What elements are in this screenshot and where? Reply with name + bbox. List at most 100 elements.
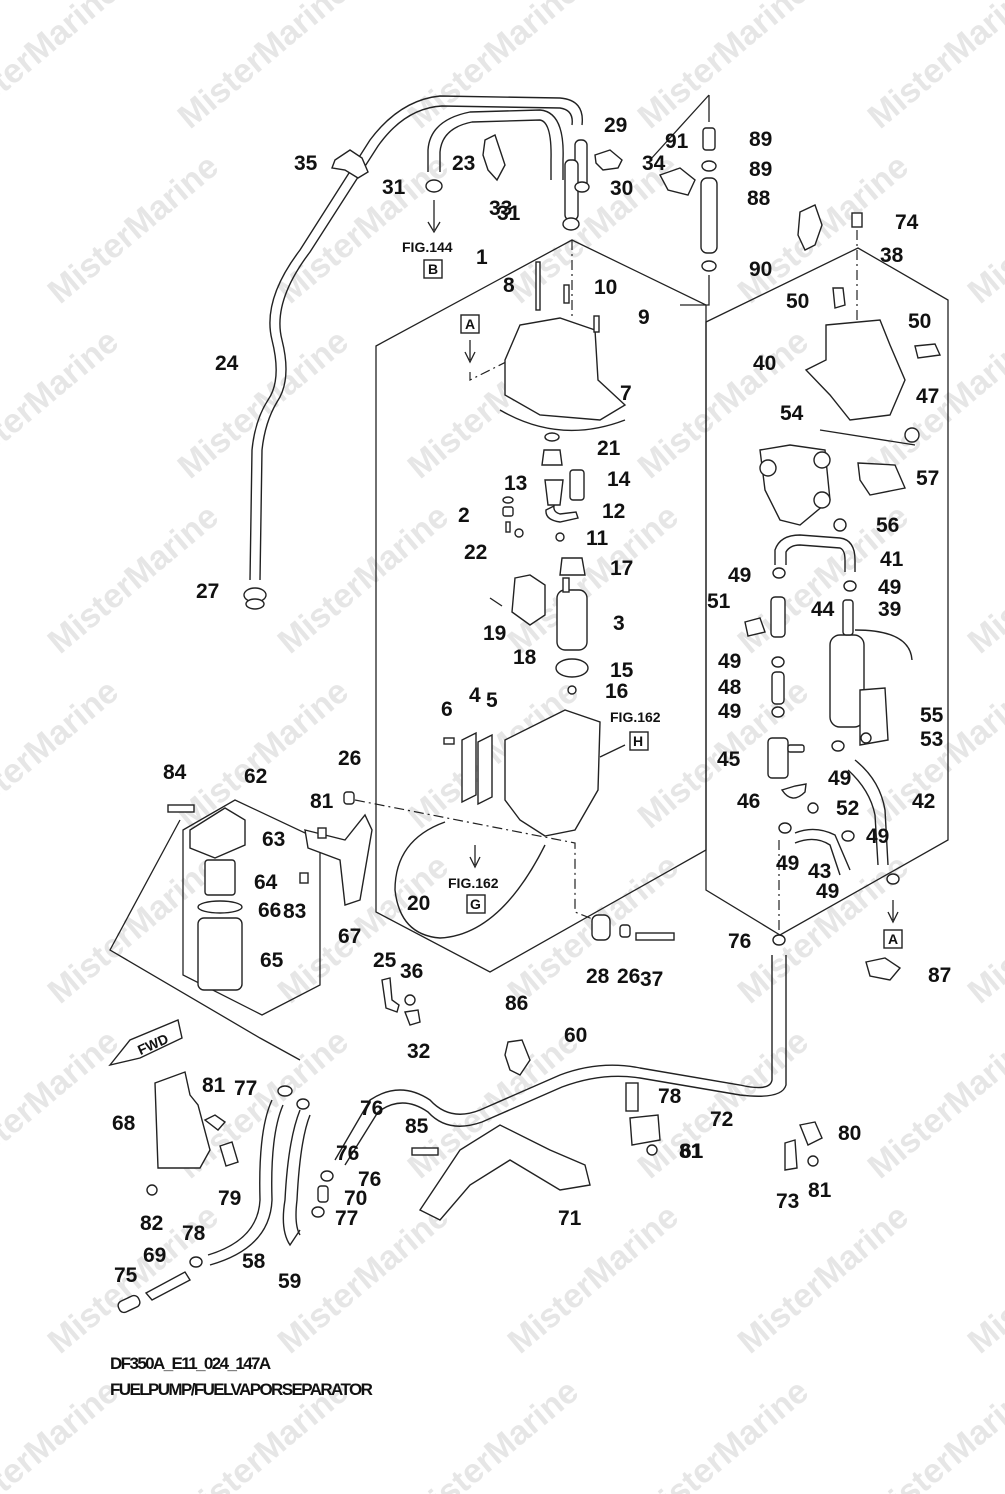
callout-51: 51 — [707, 590, 731, 613]
callout-49: 49 — [728, 564, 751, 587]
fuel-pump-3-nozzle — [562, 577, 570, 593]
screw-9 — [593, 315, 600, 333]
callout-49: 49 — [828, 767, 851, 790]
callout-21: 21 — [597, 437, 621, 460]
clip-34 — [594, 149, 623, 171]
grommet-47 — [904, 427, 920, 443]
dash-mount — [354, 799, 596, 921]
filter-44 — [770, 596, 786, 638]
watermark-text: MisterMarine — [961, 497, 1005, 661]
callout-22: 22 — [464, 541, 487, 564]
bolt-81-d — [146, 1184, 158, 1196]
callout-60: 60 — [564, 1024, 587, 1047]
diagram-title: FUELPUMP/FUELVAPORSEPARATOR — [110, 1380, 373, 1399]
hose-58 — [207, 1099, 273, 1256]
mount-28 — [591, 914, 611, 941]
arrow-fig144-head — [427, 221, 441, 234]
callout-80: 80 — [838, 1122, 861, 1145]
callout-47: 47 — [916, 385, 939, 408]
watermark-text: MisterMarine — [171, 322, 356, 486]
valve-45-port — [787, 744, 805, 753]
collar-26 — [619, 924, 631, 938]
screw-22 — [514, 528, 524, 538]
callout-49: 49 — [878, 576, 901, 599]
callout-78: 78 — [182, 1222, 206, 1245]
plate-5 — [477, 733, 493, 806]
hose-58-inner — [209, 1104, 284, 1266]
callout-90: 90 — [749, 258, 772, 281]
clamp-49-7 — [841, 830, 855, 842]
watermark-text: MisterMarine — [861, 0, 1005, 136]
group-outline-62 — [182, 799, 321, 1016]
clip-90 — [658, 167, 696, 196]
callout-29: 29 — [604, 114, 627, 137]
diagram-code: DF350A_E11_024_147A — [110, 1354, 271, 1373]
callout-72: 72 — [710, 1108, 733, 1131]
bracket-54-boss-a — [759, 459, 777, 477]
arrow-a-top-head — [464, 351, 476, 364]
oring-21 — [544, 432, 560, 442]
callout-63: 63 — [262, 828, 285, 851]
callout-49: 49 — [718, 700, 741, 723]
watermark-text: MisterMarine — [401, 1372, 586, 1494]
callout-38: 38 — [880, 244, 904, 267]
callout-5: 5 — [486, 689, 498, 712]
clamp-89a — [701, 160, 717, 172]
callout-76: 76 — [728, 930, 751, 953]
callout-13: 13 — [504, 472, 527, 495]
callout-50: 50 — [908, 310, 931, 333]
cover-18 — [511, 574, 546, 626]
hose-48 — [771, 671, 785, 705]
fuel-pump-3 — [556, 589, 588, 651]
watermark-text: MisterMarine — [0, 322, 126, 486]
callout-81: 81 — [310, 790, 334, 813]
fig162h-box — [629, 731, 649, 751]
grommet-52 — [807, 802, 819, 814]
holder-14 — [555, 658, 589, 678]
valve-45 — [767, 737, 789, 779]
callout-10: 10 — [594, 276, 617, 299]
callout-11: 11 — [586, 527, 609, 550]
nut-16 — [567, 685, 577, 695]
callout-61: 61 — [680, 1140, 704, 1163]
dash-a-top — [469, 354, 521, 381]
callout-42: 42 — [912, 790, 935, 813]
hose-59-inner — [295, 1114, 311, 1236]
clip-57 — [857, 462, 906, 496]
callout-62: 62 — [244, 765, 267, 788]
callout-84: 84 — [163, 761, 187, 784]
connector-a-top-letter: A — [465, 316, 475, 332]
fig162h-label: FIG.162 — [610, 709, 661, 725]
callout-3: 3 — [613, 612, 625, 635]
clamp-76-d — [311, 1206, 325, 1218]
fig162g-label: FIG.162 — [448, 875, 499, 891]
callout-35: 35 — [294, 152, 318, 175]
clip-50a — [832, 287, 846, 309]
clamp-49-6 — [778, 822, 792, 834]
plate-4 — [461, 731, 477, 804]
hose-42-inner — [847, 769, 879, 866]
callout-81: 81 — [808, 1179, 832, 1202]
watermark-text: MisterMarine — [501, 1197, 686, 1361]
clip-85 — [504, 1039, 531, 1076]
bracket-54 — [759, 444, 831, 526]
bracket-73 — [784, 1139, 798, 1171]
callout-31: 31 — [382, 176, 406, 199]
watermark-text: MisterMarine — [961, 847, 1005, 1011]
callout-71: 71 — [558, 1207, 582, 1230]
callout-74: 74 — [895, 211, 919, 234]
callout-20: 20 — [407, 892, 430, 915]
callout-9: 9 — [638, 306, 650, 329]
bolt-81-c — [807, 1155, 819, 1167]
fig144-box-letter: B — [428, 261, 438, 277]
hose-59 — [282, 1109, 301, 1247]
clip-91 — [797, 204, 823, 251]
callout-46: 46 — [737, 790, 760, 813]
clamp-89b — [701, 260, 717, 272]
callout-34: 34 — [642, 152, 666, 175]
watermark-text: MisterMarine — [961, 1197, 1005, 1361]
callout-56: 56 — [876, 514, 899, 537]
callout-57: 57 — [916, 467, 939, 490]
pin-19 — [489, 597, 503, 607]
